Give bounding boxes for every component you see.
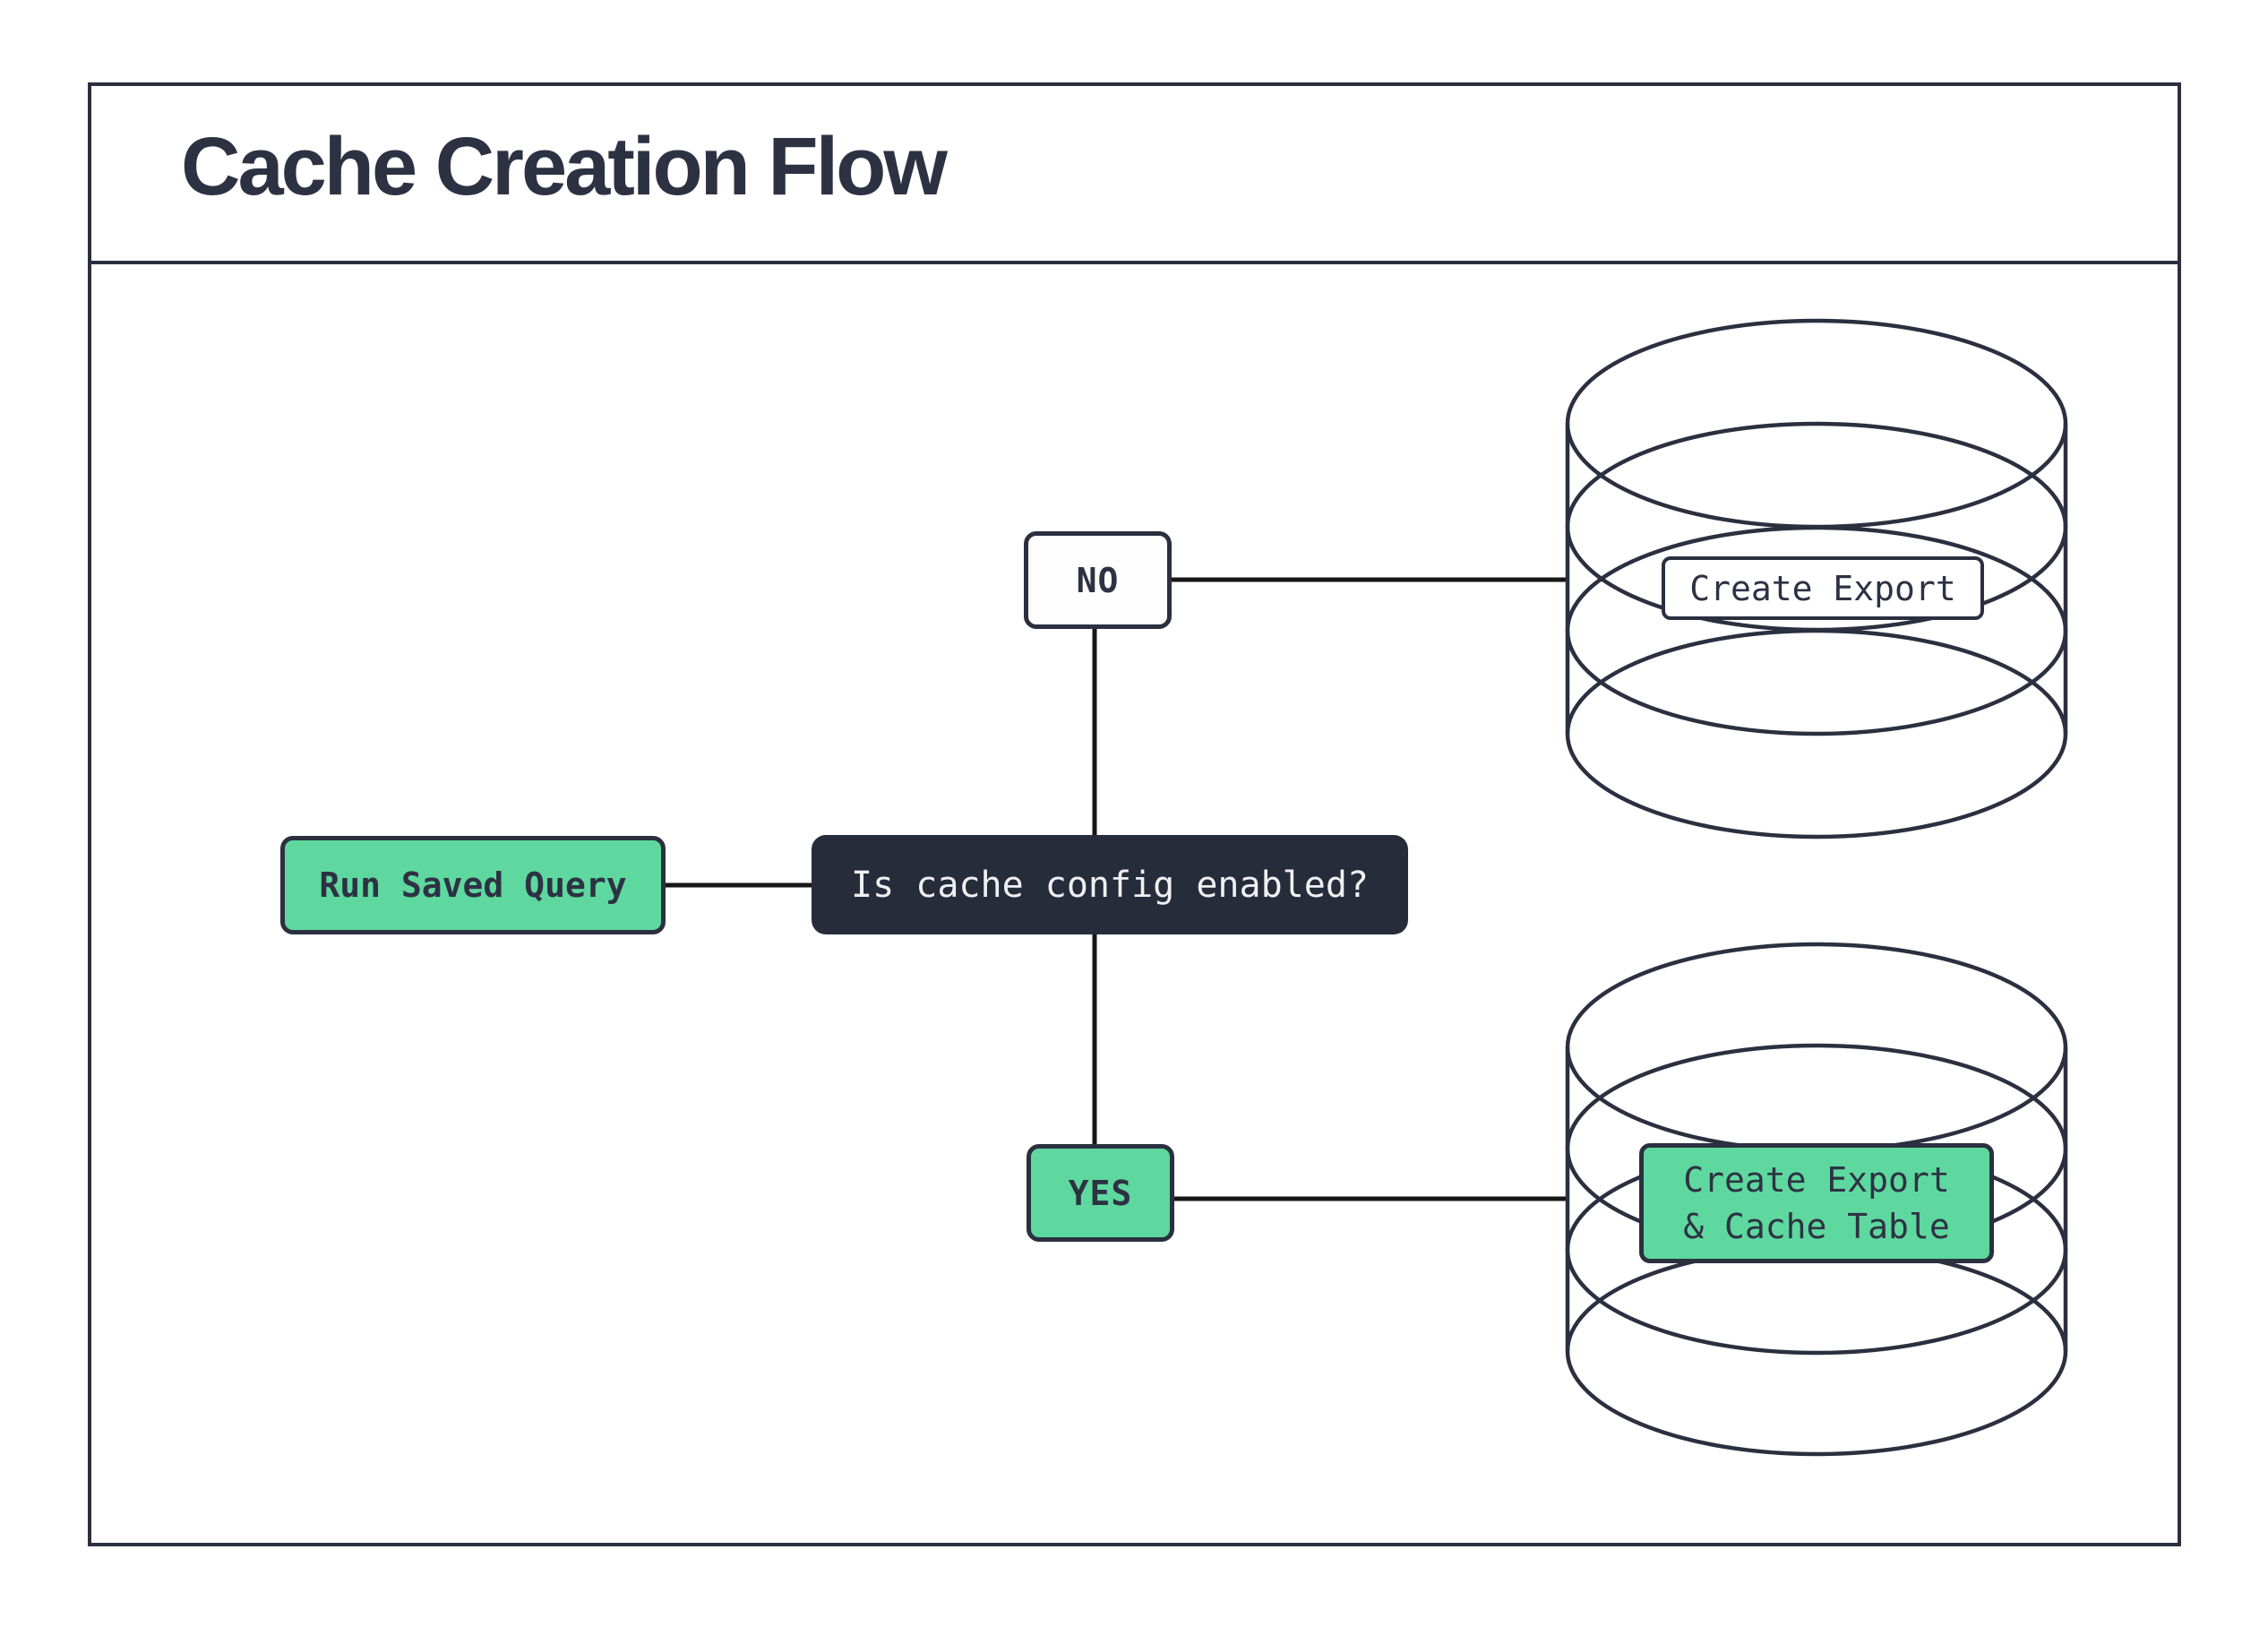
database-icon xyxy=(1565,318,2068,839)
decision-node-cache-config: Is cache config enabled? xyxy=(812,835,1408,934)
connector-lines xyxy=(666,577,1569,1201)
start-node-run-saved-query: Run Saved Query xyxy=(280,836,666,934)
diagram-frame xyxy=(88,82,2181,1546)
database-top xyxy=(1565,318,2068,529)
database-disk xyxy=(1565,421,2068,633)
title-divider xyxy=(88,261,2181,264)
branch-label-yes: YES xyxy=(1027,1144,1174,1242)
page-title: Cache Creation Flow xyxy=(181,121,948,212)
branch-label-no: NO xyxy=(1024,531,1172,629)
outcome-label-create-export-cache-table: Create Export & Cache Table xyxy=(1639,1143,1994,1263)
outcome-label-create-export: Create Export xyxy=(1662,556,1984,620)
